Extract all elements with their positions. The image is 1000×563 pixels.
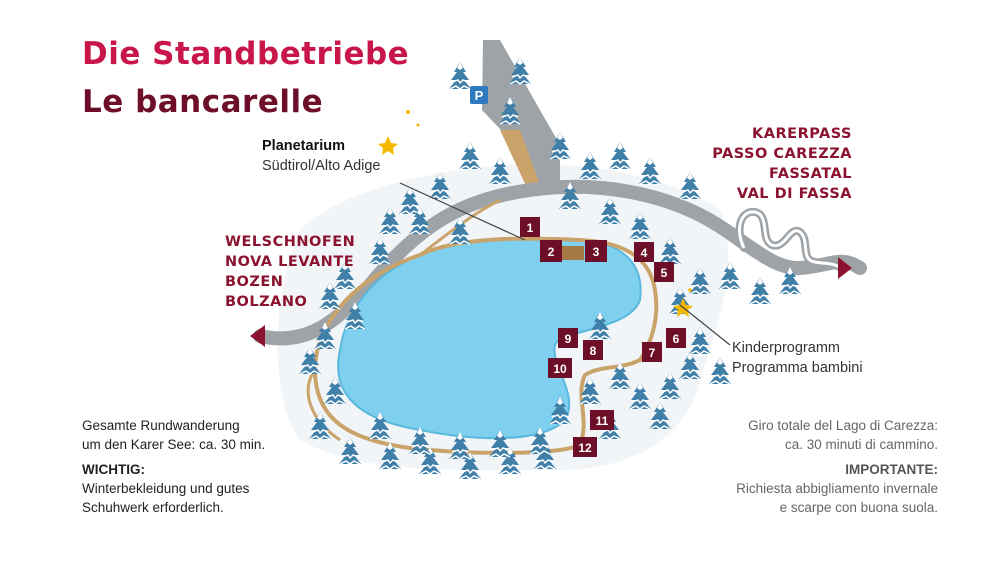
stand-4-label: 4: [641, 246, 648, 260]
note-it-line1: Giro totale del Lago di Carezza:: [748, 418, 938, 433]
stand-5-label: 5: [661, 266, 668, 280]
stand-10: 10: [548, 358, 572, 378]
destination-left-4: BOLZANO: [225, 294, 308, 310]
stand-7-label: 7: [649, 346, 656, 360]
note-it-important: IMPORTANTE:: [845, 462, 938, 477]
stand-5: 5: [654, 262, 674, 282]
note-it-line4: e scarpe con buona suola.: [779, 500, 938, 515]
stand-10-label: 10: [553, 362, 567, 376]
stand-1: 1: [520, 217, 540, 237]
stand-12: 12: [573, 437, 597, 457]
note-de-line1: Gesamte Rundwanderung: [82, 418, 240, 433]
title-german: Die Standbetriebe: [82, 36, 410, 72]
stand-2: 2: [540, 240, 562, 262]
note-de-line2: um den Karer See: ca. 30 min.: [82, 437, 266, 452]
note-de-line3: Winterbekleidung und gutes: [82, 481, 250, 496]
stand-7: 7: [642, 342, 662, 362]
stand-8: 8: [583, 340, 603, 360]
stand-6-label: 6: [673, 332, 680, 346]
stand-9-label: 9: [565, 332, 572, 346]
note-de-line4: Schuhwerk erforderlich.: [82, 500, 224, 515]
kids-program-it: Programma bambini: [732, 360, 863, 376]
note-it-line2: ca. 30 minuti di cammino.: [784, 437, 938, 452]
destination-right-2: PASSO CAREZZA: [712, 146, 852, 162]
stand-11: 11: [590, 410, 614, 430]
stand-markers: 1 2 3 4 5 6 7 8 9 10 11 12: [520, 217, 686, 457]
stand-3-label: 3: [593, 245, 600, 259]
stand-1-label: 1: [527, 221, 534, 235]
star-icon: [378, 136, 398, 155]
destination-right-4: VAL DI FASSA: [736, 186, 852, 202]
planetarium-label: Planetarium Südtirol/Alto Adige: [262, 136, 381, 176]
title-italian: Le bancarelle: [82, 84, 324, 120]
destination-left-1: WELSCHNOFEN: [225, 234, 356, 250]
destination-left: WELSCHNOFEN NOVA LEVANTE BOZEN BOLZANO: [225, 232, 355, 312]
destination-left-2: NOVA LEVANTE: [225, 254, 355, 270]
arrow-right-icon: [838, 257, 852, 279]
parking-sign: [470, 86, 488, 104]
kids-program-label: Kinderprogramm Programma bambini: [732, 338, 863, 378]
destination-right-1: KARERPASS: [752, 126, 852, 142]
stand-12-label: 12: [578, 441, 592, 455]
stand-2-label: 2: [548, 245, 555, 259]
stand-4: 4: [634, 242, 654, 262]
main-road: [253, 179, 867, 346]
arrow-left-icon: [250, 325, 265, 347]
note-de-important: WICHTIG:: [82, 462, 145, 477]
planetarium-location: Südtirol/Alto Adige: [262, 158, 381, 174]
kids-program-de: Kinderprogramm: [732, 340, 840, 356]
note-it-line3: Richiesta abbigliamento invernale: [736, 481, 938, 496]
stand-9: 9: [558, 328, 578, 348]
stand-3: 3: [585, 240, 607, 262]
note-italian: Giro totale del Lago di Carezza: ca. 30 …: [660, 416, 938, 517]
stand-8-label: 8: [590, 344, 597, 358]
parking-label: P: [475, 88, 484, 103]
stand-6: 6: [666, 328, 686, 348]
destination-left-3: BOZEN: [225, 274, 284, 290]
stand-11-label: 11: [596, 414, 609, 428]
destination-right-3: FASSATAL: [768, 166, 852, 182]
note-german: Gesamte Rundwanderung um den Karer See: …: [82, 416, 265, 517]
planetarium-name: Planetarium: [262, 138, 345, 154]
destination-right: KARERPASS PASSO CAREZZA FASSATAL VAL DI …: [700, 124, 852, 204]
parking-road: [482, 40, 560, 190]
